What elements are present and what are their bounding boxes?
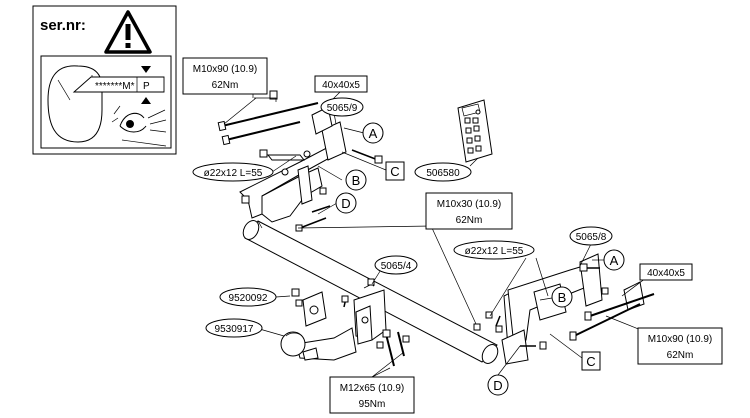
- serial-plate: *******M* P: [72, 76, 165, 93]
- svg-text:A: A: [610, 253, 619, 268]
- label-bolt-mid: M10x30 (10.9) 62Nm: [425, 192, 513, 230]
- wiring-kit-package: [457, 99, 493, 163]
- label-pin-left: ø22x12 L=55: [192, 162, 274, 182]
- label-letter-a-left: A: [362, 122, 384, 144]
- svg-text:M10x90 (10.9): M10x90 (10.9): [648, 334, 712, 345]
- svg-text:5065/8: 5065/8: [576, 232, 607, 243]
- label-pin-right: ø22x12 L=55: [453, 240, 535, 260]
- label-plate-top-left: 40x40x5: [314, 75, 368, 93]
- cross-beam: [242, 220, 499, 364]
- left-nut-top: [269, 90, 278, 100]
- label-letter-c-right: C: [581, 351, 601, 371]
- svg-text:62Nm: 62Nm: [456, 215, 483, 226]
- svg-text:B: B: [352, 173, 361, 188]
- serial-inner-frame: [40, 55, 172, 149]
- label-letter-d-left: D: [335, 192, 357, 214]
- svg-text:9530917: 9530917: [215, 324, 254, 335]
- left-pin: [266, 154, 306, 161]
- label-part-5065-4: 5065/4: [374, 255, 418, 275]
- label-letter-c-left: C: [385, 161, 405, 181]
- label-bolt-bottom: M12x65 (10.9) 95Nm: [329, 376, 415, 414]
- centre-bracket: [353, 283, 387, 345]
- left-nut-side: [241, 149, 268, 204]
- label-letter-a-right: A: [603, 249, 625, 271]
- svg-text:62Nm: 62Nm: [212, 80, 239, 91]
- svg-text:9520092: 9520092: [229, 293, 268, 304]
- label-part-9520092: 9520092: [219, 287, 277, 307]
- label-letter-d-right: D: [487, 374, 509, 396]
- svg-text:95Nm: 95Nm: [359, 399, 386, 410]
- label-part-5065-8: 5065/8: [569, 226, 613, 246]
- serial-number-panel: ser.nr: *******M* P: [32, 5, 177, 155]
- right-bolts: [473, 263, 655, 350]
- svg-text:506580: 506580: [426, 168, 460, 179]
- serial-plate-letter: P: [143, 81, 150, 92]
- svg-text:C: C: [390, 164, 399, 179]
- warning-triangle-icon: [104, 10, 152, 54]
- left-bolt-c: [351, 149, 383, 164]
- label-plate-right: 40x40x5: [639, 263, 693, 281]
- left-side-bracket: [239, 121, 347, 223]
- arrow-up-icon: [141, 97, 151, 104]
- label-letter-b-left: B: [345, 169, 367, 191]
- svg-text:D: D: [341, 196, 350, 211]
- label-part-5065-9: 5065/9: [320, 97, 364, 117]
- leader-lines: [223, 86, 657, 378]
- label-bolt-right: M10x90 (10.9) 62Nm: [637, 327, 723, 365]
- label-letter-b-right: B: [551, 286, 573, 308]
- serial-title: ser.nr:: [40, 17, 86, 34]
- label-wiring-kit: 506580: [414, 162, 472, 182]
- svg-text:D: D: [493, 378, 502, 393]
- svg-text:A: A: [369, 126, 378, 141]
- svg-text:ø22x12 L=55: ø22x12 L=55: [465, 246, 524, 257]
- serial-plate-code: *******M*: [95, 81, 135, 92]
- label-part-9530917: 9530917: [205, 318, 263, 338]
- svg-text:40x40x5: 40x40x5: [322, 80, 360, 91]
- svg-text:5065/4: 5065/4: [381, 261, 412, 272]
- arrow-down-icon: [141, 66, 151, 73]
- svg-text:M12x65 (10.9): M12x65 (10.9): [340, 383, 404, 394]
- eye-icon: [111, 105, 167, 147]
- left-bolt-lower: [221, 121, 301, 146]
- socket-plate: [291, 288, 327, 327]
- centre-bolts: [341, 278, 410, 367]
- svg-text:5065/9: 5065/9: [327, 103, 358, 114]
- svg-text:C: C: [586, 354, 595, 369]
- svg-text:M10x30 (10.9): M10x30 (10.9): [437, 199, 501, 210]
- svg-text:M10x90 (10.9): M10x90 (10.9): [193, 64, 257, 75]
- svg-text:B: B: [558, 290, 567, 305]
- tow-ball: [280, 327, 357, 361]
- svg-text:40x40x5: 40x40x5: [647, 268, 685, 279]
- label-bolt-top-left: M10x90 (10.9) 62Nm: [182, 57, 268, 95]
- svg-text:62Nm: 62Nm: [667, 350, 694, 361]
- svg-text:ø22x12 L=55: ø22x12 L=55: [204, 168, 263, 179]
